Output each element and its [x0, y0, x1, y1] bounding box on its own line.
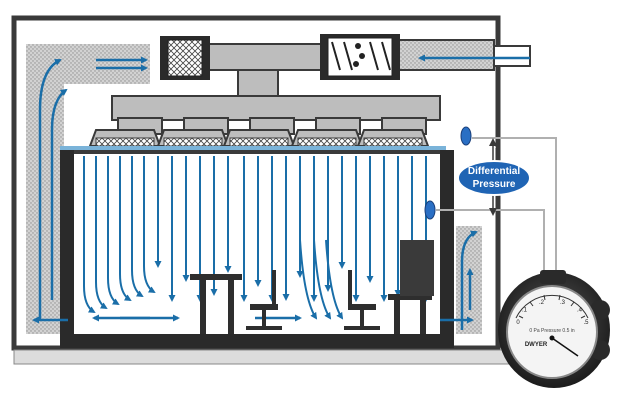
- callout-label-line2: Pressure: [473, 179, 516, 190]
- gauge-fitting: [540, 270, 566, 284]
- air-handling-units: [160, 34, 400, 80]
- lab-table-left: [190, 274, 242, 334]
- airflow-arrows: [83, 156, 430, 320]
- gauge-units-caption: 0 Pa Pressure 0.5 in: [529, 328, 575, 334]
- floor-return-arrows: [32, 314, 474, 324]
- raised-floor: [60, 334, 454, 348]
- airflow-arrow: [131, 156, 144, 298]
- pressure-tubing: [436, 137, 557, 278]
- airflow-arrow: [313, 239, 332, 320]
- airflow-arrow: [119, 156, 132, 302]
- cleanroom-walls: [60, 150, 454, 348]
- gauge-brand: DWYER: [525, 342, 548, 348]
- airflow-arrow: [83, 156, 96, 314]
- hepa-filter-3: [222, 129, 296, 147]
- hepa-filter-5: [356, 129, 430, 147]
- chair-right: [344, 270, 380, 330]
- pressure-sensors: [424, 126, 472, 220]
- differential-pressure-callout: Differential Pressure: [457, 138, 531, 216]
- sensor-lower-icon: [424, 200, 436, 220]
- equipment-cabinet: [400, 240, 434, 296]
- airflow-arrow: [107, 156, 120, 306]
- gauge-scale-label: .3: [560, 300, 566, 306]
- hepa-filter-2: [156, 129, 230, 147]
- return-air-plenum: [26, 44, 150, 334]
- cleanroom-ceiling: [60, 146, 446, 154]
- callout-label-line1: Differential: [468, 166, 520, 177]
- airflow-arrow: [95, 156, 108, 310]
- gauge-scale-label: 0: [516, 320, 520, 326]
- pressure-gauge: 0.1 .2 .3 .4.5 0 Pa Pressure 0.5 in DWYER: [498, 270, 610, 388]
- hepa-filter-1: [88, 129, 162, 147]
- airflow-arrow: [299, 239, 318, 320]
- gauge-dial: [506, 285, 598, 379]
- gauge-needle: [551, 337, 579, 357]
- hepa-filter-row: [88, 129, 430, 147]
- return-airflow-arrows: [38, 54, 530, 330]
- sensor-upper-icon: [460, 126, 472, 146]
- floor-slab: [13, 349, 511, 365]
- gauge-scale-label: .4: [577, 308, 583, 314]
- hepa-filter-4: [290, 129, 364, 147]
- filter-unit-left: [167, 39, 203, 77]
- airflow-arrow: [143, 156, 156, 294]
- furniture: [190, 240, 434, 334]
- gauge-scale-label: .1: [522, 308, 528, 314]
- gauge-scale-label: .5: [583, 320, 589, 326]
- lab-table-right: [388, 240, 434, 334]
- chair-left: [246, 270, 282, 330]
- airflow-arrow: [325, 239, 344, 320]
- gauge-scale-label: .2: [539, 300, 545, 306]
